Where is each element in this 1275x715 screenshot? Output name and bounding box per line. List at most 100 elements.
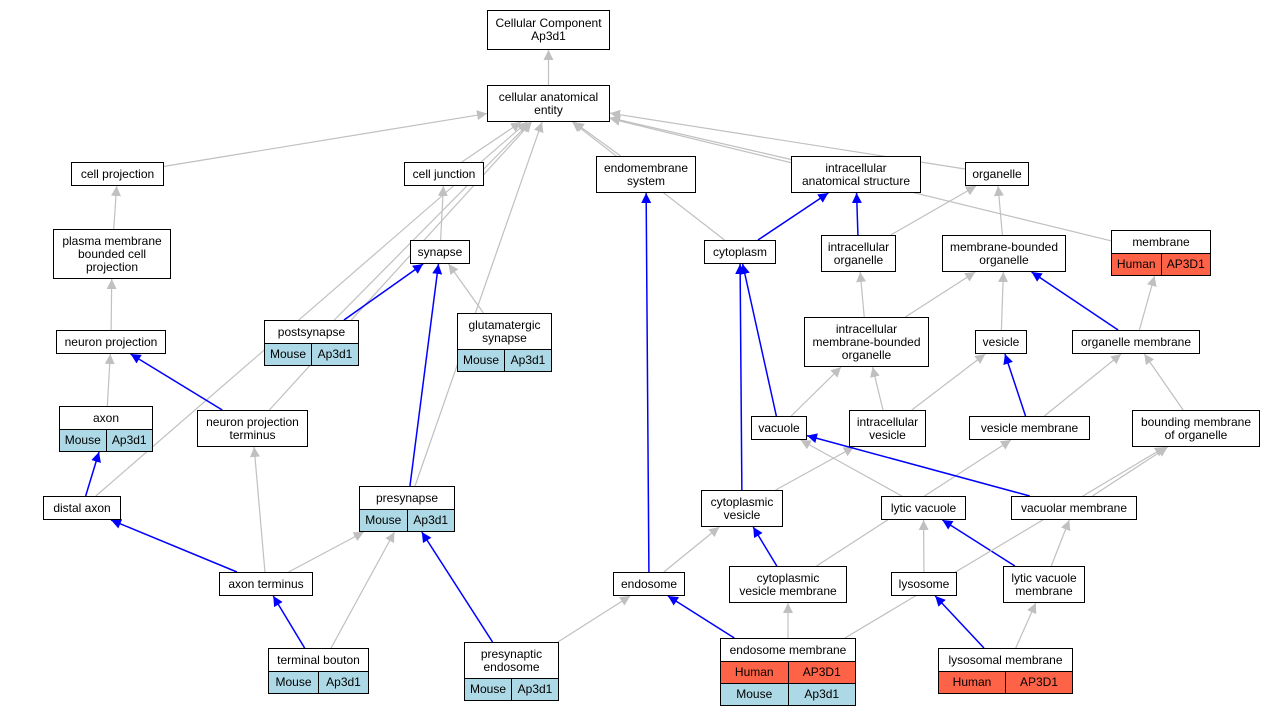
node-neuron-projection-terminus: neuron projection terminus	[197, 410, 308, 447]
edge-lysosomal-membrane-to-lysosome	[934, 595, 985, 649]
edge-intracellular-anatomical-structure-to-cae	[609, 115, 792, 161]
edge-intracellular-membrane-bounded-organelle-to-intracellular-organelle	[856, 271, 867, 318]
species-cell: Human	[952, 675, 992, 689]
node-plasma-membrane-bounded-cell-projection: plasma membrane bounded cell projection	[53, 229, 171, 279]
edge-intracellular-vesicle-to-vesicle	[911, 353, 986, 411]
node-label: terminal bouton	[277, 652, 360, 667]
node-axon-terminus: axon terminus	[219, 572, 313, 596]
node-cc-root: Cellular Component Ap3d1	[487, 10, 610, 50]
node-label: intracellular anatomical structure	[801, 160, 911, 188]
edge-postsynapse-to-synapse	[343, 263, 424, 321]
node-label: organelle	[972, 166, 1022, 181]
edge-axon-terminus-to-presynapse	[288, 531, 365, 573]
species-cell: Mouse	[269, 347, 307, 361]
edge-neuron-projection-terminus-to-neuron-projection	[130, 353, 223, 411]
edge-cytoplasmic-vesicle-to-intracellular-vesicle	[775, 446, 855, 491]
species-cell: Human	[1116, 257, 1156, 271]
gene-cell: Ap3d1	[318, 672, 368, 693]
node-label: organelle membrane	[1080, 334, 1192, 349]
node-label: membrane-bounded organelle	[949, 239, 1059, 267]
edge-cell-projection-to-cae	[163, 110, 488, 167]
edge-synapse-to-cell-junction	[437, 185, 448, 241]
edge-axon-terminus-to-distal-axon	[110, 519, 238, 573]
species-cell: Human	[734, 665, 774, 679]
node-label: lytic vacuole membrane	[1011, 570, 1077, 598]
edge-distal-axon-to-axon	[84, 451, 101, 497]
gene-cell: Ap3d1	[311, 344, 358, 365]
node-label: intracellular organelle	[827, 239, 890, 267]
edge-endosome-membrane-to-bounding-membrane-of-organelle	[844, 446, 1166, 639]
node-label: cytoplasmic vesicle	[710, 494, 774, 522]
edge-glutamatergic-synapse-to-synapse	[448, 263, 484, 314]
node-lytic-vacuole: lytic vacuole	[881, 496, 966, 520]
gene-cell: Ap3d1	[787, 684, 856, 705]
gene-cell: Ap3d1	[504, 350, 551, 371]
node-label: lysosomal membrane	[948, 652, 1063, 667]
edge-endosome-to-endomembrane-system	[641, 192, 652, 573]
annotation-row: Mouse Ap3d1	[465, 678, 558, 700]
node-intracellular-organelle: intracellular organelle	[821, 235, 896, 272]
node-label: synapse	[417, 244, 463, 259]
edge-plasma-membrane-bounded-cell-projection-to-cell-projection	[111, 185, 121, 230]
gene-cell: Ap3d1	[511, 679, 558, 700]
node-cytoplasm: cytoplasm	[704, 240, 776, 264]
annotation-row: Mouse Ap3d1	[60, 429, 152, 451]
edge-lysosomal-membrane-to-lytic-vacuole-membrane	[1015, 602, 1037, 649]
edge-intracellular-organelle-to-organelle	[890, 185, 977, 236]
node-label: vacuolar membrane	[1020, 500, 1128, 515]
node-label: postsynapse	[277, 324, 346, 339]
edge-cytoplasmic-vesicle-to-cytoplasm	[735, 263, 746, 491]
node-cytoplasmic-vesicle-membrane: cytoplasmic vesicle membrane	[729, 566, 847, 603]
edge-cell-junction-to-cae	[461, 121, 522, 163]
edge-presynaptic-endosome-to-endosome	[557, 595, 631, 643]
node-bounding-membrane-of-organelle: bounding membrane of organelle	[1132, 410, 1260, 447]
species-cell: Mouse	[64, 433, 101, 447]
node-label: cell junction	[412, 166, 476, 181]
node-intracellular-anatomical-structure: intracellular anatomical structure	[791, 156, 921, 193]
edge-vesicle-to-membrane-bounded-organelle	[998, 271, 1009, 331]
node-label: presynapse	[375, 490, 439, 505]
edge-intracellular-vesicle-to-intracellular-membrane-bounded-organelle	[870, 366, 884, 411]
species-cell: Mouse	[275, 675, 312, 689]
edge-cytoplasmic-vesicle-membrane-to-cytoplasmic-vesicle	[752, 526, 778, 567]
edge-lytic-vacuole-to-vacuole	[800, 439, 903, 497]
node-cytoplasmic-vesicle: cytoplasmic vesicle	[701, 490, 783, 527]
node-lytic-vacuole-membrane: lytic vacuole membrane	[1003, 566, 1085, 603]
node-vacuolar-membrane: vacuolar membrane	[1011, 496, 1137, 520]
node-cell-junction: cell junction	[404, 162, 484, 186]
node-intracellular-vesicle: intracellular vesicle	[849, 410, 926, 447]
edge-endosome-to-cytoplasmic-vesicle	[663, 526, 720, 573]
edge-endomembrane-system-to-cae	[573, 121, 621, 157]
species-cell: Mouse	[736, 687, 773, 701]
edge-vesicle-membrane-to-organelle-membrane	[1043, 353, 1122, 417]
annotation-row: Human AP3D1	[1112, 253, 1210, 275]
edge-intracellular-organelle-to-intracellular-anatomical-structure	[851, 192, 862, 236]
edge-membrane-bounded-organelle-to-organelle	[993, 185, 1004, 236]
edge-axon-terminus-to-neuron-projection-terminus	[249, 446, 266, 573]
node-label: vesicle	[982, 334, 1020, 349]
node-lysosome: lysosome	[891, 572, 957, 596]
node-label: axon	[92, 410, 120, 425]
edge-terminal-bouton-to-axon-terminus	[272, 595, 306, 649]
species-cell: Mouse	[469, 682, 507, 696]
node-label: glutamatergic synapse	[468, 317, 541, 345]
node-label: plasma membrane bounded cell projection	[62, 233, 162, 274]
gene-cell: Ap3d1	[105, 430, 153, 451]
node-intracellular-membrane-bounded-organelle: intracellular membrane-bounded organelle	[804, 317, 929, 367]
edge-intracellular-membrane-bounded-organelle-to-membrane-bounded-organelle	[905, 271, 976, 318]
gene-cell: AP3D1	[1160, 254, 1211, 275]
node-organelle: organelle	[965, 162, 1029, 186]
annotation-row: Mouse Ap3d1	[721, 683, 855, 705]
node-label: Cellular Component Ap3d1	[495, 16, 602, 43]
node-label: neuron projection	[64, 334, 158, 349]
